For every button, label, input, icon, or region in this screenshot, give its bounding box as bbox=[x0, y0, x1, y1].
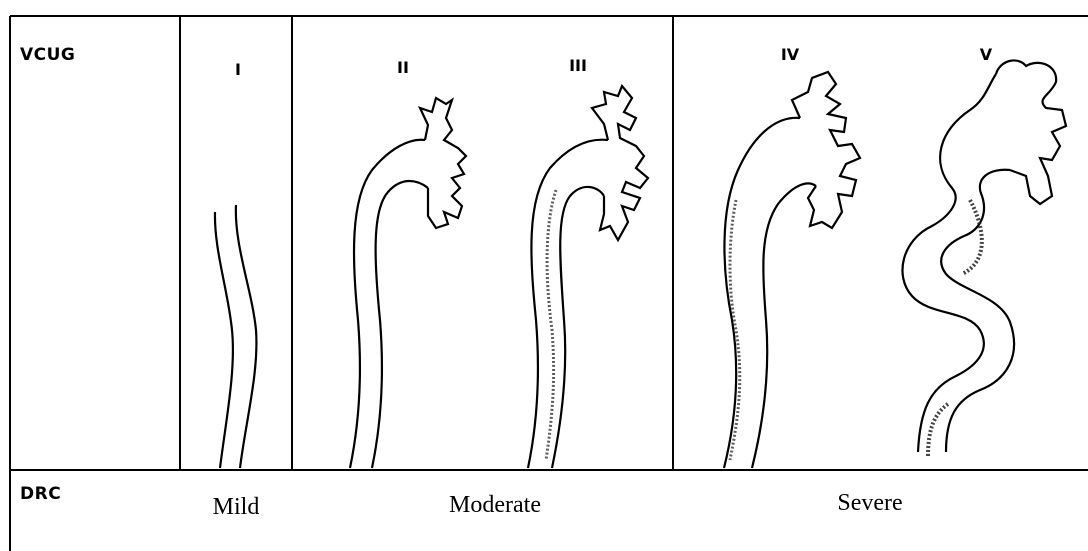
grade-2-ureter bbox=[350, 98, 466, 468]
grade-4-stipple bbox=[730, 200, 740, 460]
grade-label-1: I bbox=[218, 60, 258, 79]
grade-4-ureter bbox=[724, 72, 860, 468]
grade-3-ureter bbox=[528, 86, 648, 468]
vcug-label: VCUG bbox=[20, 45, 75, 65]
drc-label: DRC bbox=[20, 484, 61, 504]
severity-severe: Severe bbox=[810, 490, 930, 517]
severity-moderate: Moderate bbox=[420, 492, 570, 519]
grade-label-3: III bbox=[558, 56, 598, 75]
severity-mild: Mild bbox=[186, 494, 286, 521]
table-grid bbox=[10, 16, 1088, 551]
grade-5-stipple bbox=[928, 200, 982, 456]
grade-5-ureter bbox=[902, 60, 1066, 452]
grade-1-ureter bbox=[215, 205, 256, 468]
grade-label-2: II bbox=[383, 58, 423, 77]
grade-3-stipple bbox=[546, 190, 556, 460]
grade-label-4: IV bbox=[770, 45, 810, 64]
grade-label-5: V bbox=[966, 45, 1006, 64]
